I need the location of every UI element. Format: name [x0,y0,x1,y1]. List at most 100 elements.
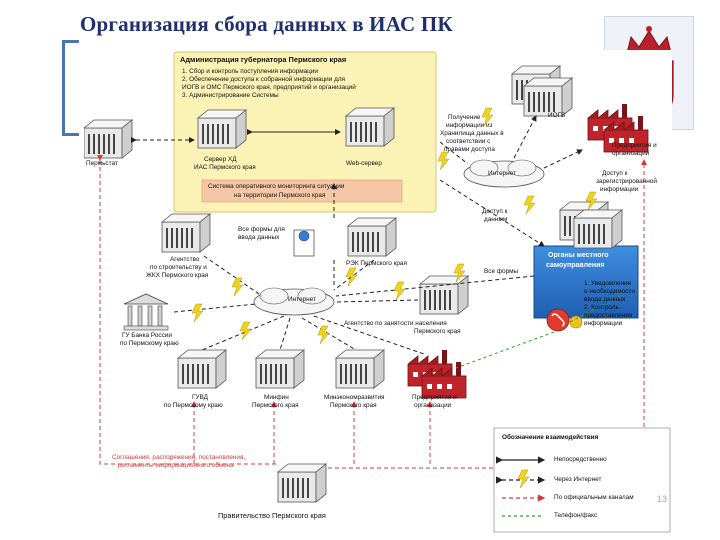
oms-label-1: Органы местного [548,252,609,259]
connector-internet-iogv [513,115,537,159]
agency-employment-label-2: Пермского края [414,328,461,335]
enterprises-top-label-2: организации [612,150,650,157]
monitoring-system-box [201,179,403,203]
government-label: Правительство Пермского края [218,511,326,520]
receiving-label-5: правами доступа [444,146,495,153]
agency-construction-label-2: по строительству и [150,264,207,271]
notification-label-4: 2. Контроль [584,304,619,311]
official-channel-left [97,155,278,465]
receiving-label-1: Получение [448,114,481,121]
web-server-label: Web-сервер [346,160,382,167]
permstat-label: Пермьстат [86,160,118,167]
gubd-label-2: по Пермскому краю [164,402,223,409]
internet-center-label: Интернет [288,296,316,303]
access-registered-label-3: информации [600,186,639,193]
agency-construction-label-1: Агентство [170,256,200,263]
gubd-label-1: ГУВД [192,394,208,401]
diagram-svg [84,51,671,533]
data-warehouse-server-icon [197,109,247,149]
connector-phone-oms [569,293,625,323]
enterprises-bottom-label-1: Предприятия и [412,394,457,401]
dw-server-label-1: Сервер ХД [204,156,237,163]
connector-oms-internet [335,275,535,297]
lightning-icon [317,325,330,345]
admin-task-3: ИОГВ и ОМС Пермского края, предприятий и… [182,84,356,91]
lightning-icon [345,267,358,287]
receiving-label-4: соответствии с [446,138,491,145]
agency-construction-server-icon [161,213,211,253]
cbr-label-1: ГУ Банка России [122,332,172,339]
cbr-label-2: по Пермскому краю [120,340,179,347]
enterprises-top-label-1: Предприятия и [612,142,657,149]
lightning-icon [239,321,252,341]
permstat-server-icon [84,119,133,159]
connector-internet-enterprises [543,149,583,169]
connector-phone-enterprises [455,331,555,369]
connector-web-internet [439,141,469,165]
telephone-icon [546,308,570,332]
legend-official-label: По официальным каналам [554,494,634,501]
oms-label-2: самоуправления [546,262,605,269]
notification-label-6: информации [584,320,623,327]
agreements-label-1: Соглашения, распоряжения, постановления, [112,454,246,461]
gubd-server-icon [177,349,227,389]
legend-direct-label: Непосредственно [554,456,607,463]
notification-label-1: 1. Уведомление [584,280,632,287]
minecon-server-icon [335,349,385,389]
access-data-label-2: данным [484,216,508,223]
agency-employment-label-1: Агентство по занятости населения [344,320,447,327]
iogv-server-icon-2 [523,77,573,117]
minfin-label-2: Пермского края [252,402,299,409]
notification-label-5: предоставления [584,312,633,319]
access-data-label-1: Доступ к [482,208,508,215]
legend-phone-label: Телефон/факс [554,512,598,519]
connector-employment-internet [335,299,419,303]
web-server-icon [345,107,395,147]
connector-internet-minecon [301,317,357,351]
all-forms-label: Все формы [484,268,519,275]
agency-construction-label-3: ЖКХ Пермского края [146,272,209,279]
data-entry-label-1: Все формы для [238,226,285,233]
lightning-icon [393,281,406,301]
data-entry-label-2: ввода данных [238,234,280,241]
minfin-label-1: Минфин [264,394,289,401]
oms-server-icon-2 [573,209,623,249]
access-registered-label-1: Доступ к [602,170,628,177]
connector-construction-internet [203,255,263,297]
admin-task-1: 1. Сбор и контроль поступления информаци… [182,68,318,75]
minfin-server-icon [255,349,305,389]
access-registered-label-2: зарегистрированной [596,178,657,185]
rek-server-icon [347,217,397,257]
bank-icon [123,293,169,331]
minecon-label-2: Пермского края [330,402,377,409]
lightning-icon [231,277,244,297]
lightning-icon [523,195,536,215]
receiving-label-2: информации из [446,122,493,129]
minecon-label-1: Минэкономразвития [324,394,385,401]
globe-icon [298,230,310,242]
connector-bank-internet [173,303,257,313]
connector-internet-enterprises [313,315,425,355]
connector-internet-minfin [279,317,291,351]
connector-internet-gubd [201,315,285,351]
oms-block [533,245,639,319]
notification-label-2: о необходимости [584,288,635,295]
dw-server-label-2: ИАС Пермского края [194,164,256,171]
agency-employment-server-icon [419,275,469,315]
government-server-icon [277,463,327,503]
admin-task-4: 3. Администрирование Системы [182,92,279,99]
monitoring-label-2: на территории Пермского края [234,192,326,199]
decorative-bracket [62,40,79,136]
lightning-icon [191,303,204,323]
internet-top-label: Интернет [488,170,516,177]
monitoring-label-1: Система оперативного мониторинга ситуаци… [208,183,345,190]
admin-task-2: 2. Обеспечение доступа к собранной инфор… [182,76,346,83]
slide-title: Организация сбора данных в ИАС ПК [80,12,453,36]
agreements-label-2: регламенты информационного обмена [118,462,234,469]
receiving-label-3: Хранилища данных в [440,130,504,137]
bell-icon [569,315,583,329]
iogv-label: ИОГВ [548,112,566,119]
notification-label-3: ввода данных [584,296,626,303]
legend-internet-label: Через Интернет [554,476,602,483]
legend-title: Обозначение взаимодействия [502,434,599,441]
